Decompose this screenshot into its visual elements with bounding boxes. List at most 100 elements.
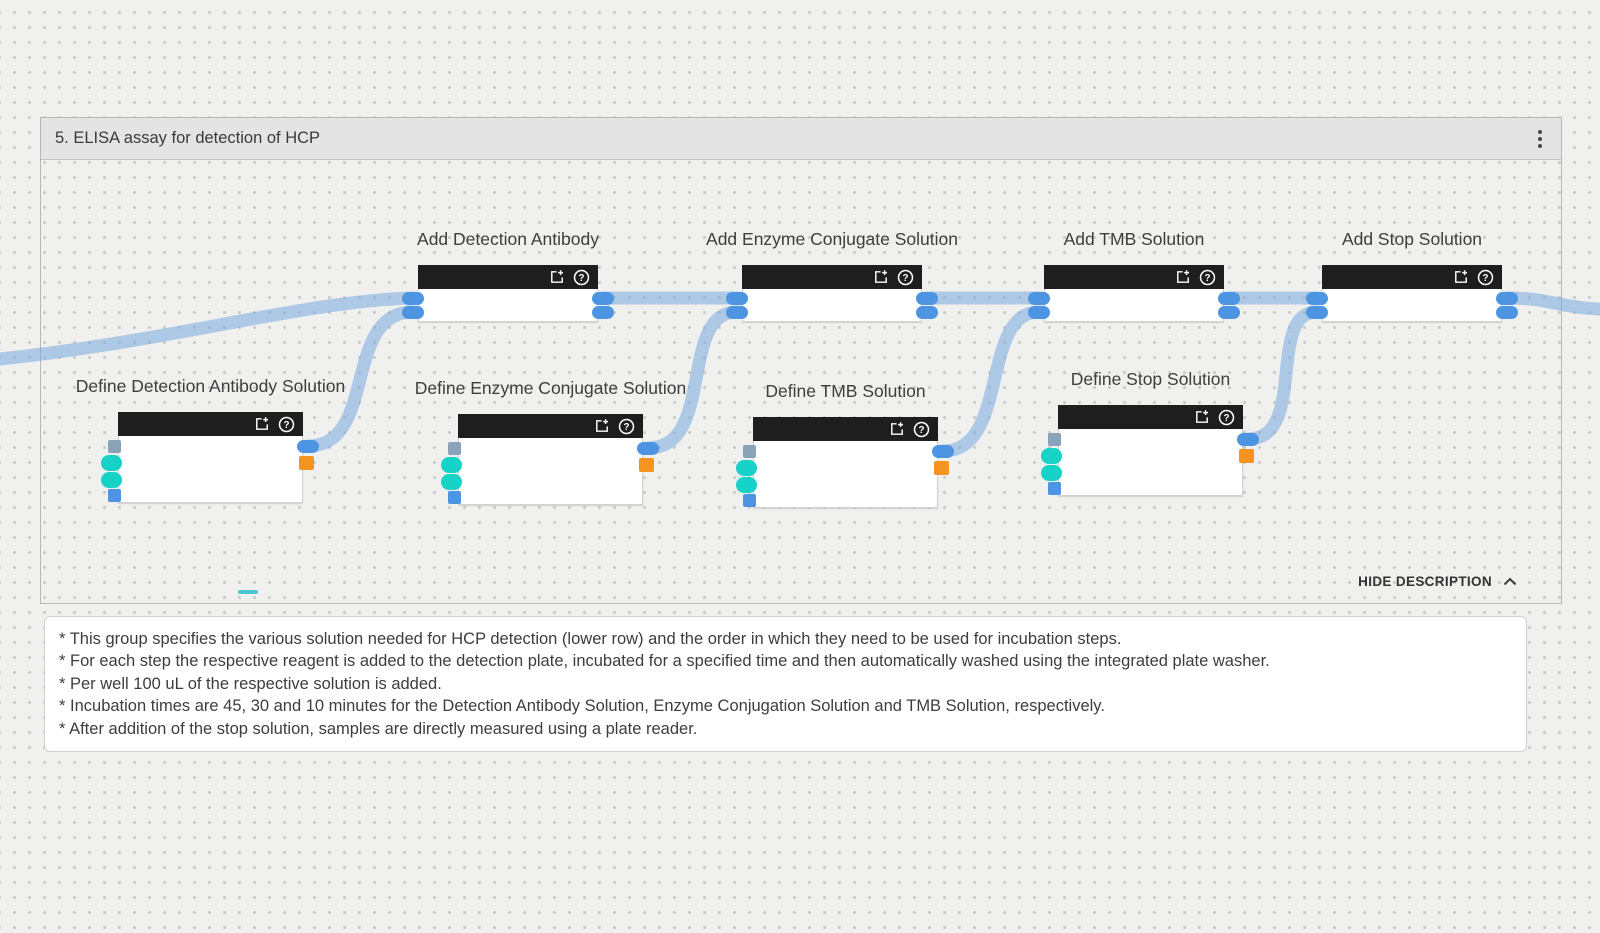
output-port[interactable]: [297, 440, 319, 453]
node-label: Define Detection Antibody Solution: [75, 376, 346, 396]
export-icon[interactable]: [594, 418, 610, 434]
node-add-stop-solution[interactable]: Add Stop Solution ?: [1306, 229, 1518, 322]
input-port[interactable]: [1306, 306, 1328, 319]
help-icon[interactable]: ?: [1218, 409, 1235, 426]
input-port[interactable]: [726, 306, 748, 319]
input-port[interactable]: [448, 442, 461, 455]
node-label: Add Stop Solution: [1341, 229, 1483, 249]
help-icon[interactable]: ?: [1477, 269, 1494, 286]
node-body: [458, 438, 643, 505]
description-line: * For each step the respective reagent i…: [59, 652, 1270, 671]
help-icon[interactable]: ?: [1199, 269, 1216, 286]
node-add-enzyme-conjugate-solution[interactable]: Add Enzyme Conjugate Solution ?: [706, 229, 958, 322]
input-port[interactable]: [1048, 433, 1061, 446]
hide-description-label: HIDE DESCRIPTION: [1358, 574, 1492, 589]
output-port[interactable]: [637, 442, 659, 455]
export-icon[interactable]: [549, 269, 565, 285]
input-port[interactable]: [402, 306, 424, 319]
output-port[interactable]: [592, 292, 614, 305]
node-label: Add Enzyme Conjugate Solution: [706, 229, 958, 249]
output-port[interactable]: [1496, 292, 1518, 305]
output-port[interactable]: [1218, 292, 1240, 305]
node-label: Add Detection Antibody: [417, 229, 599, 249]
node-define-tmb-solution[interactable]: Define TMB Solution ?: [736, 381, 954, 508]
node-add-detection-antibody[interactable]: Add Detection Antibody ?: [402, 229, 614, 322]
input-port[interactable]: [743, 494, 756, 507]
output-port[interactable]: [1237, 433, 1259, 446]
node-add-tmb-solution[interactable]: Add TMB Solution ?: [1028, 229, 1240, 322]
input-port[interactable]: [441, 457, 462, 473]
node-define-enzyme-conjugate-solution[interactable]: Define Enzyme Conjugate Solution ?: [415, 378, 686, 505]
input-port[interactable]: [743, 445, 756, 458]
input-port[interactable]: [1028, 306, 1050, 319]
hide-description-button[interactable]: HIDE DESCRIPTION: [1358, 574, 1517, 589]
node-header: ?: [458, 414, 643, 438]
node-body: [753, 441, 938, 508]
help-icon[interactable]: ?: [573, 269, 590, 286]
svg-text:?: ?: [1483, 273, 1489, 284]
input-port[interactable]: [448, 491, 461, 504]
help-icon[interactable]: ?: [913, 421, 930, 438]
node-header: ?: [418, 265, 598, 289]
input-port[interactable]: [736, 477, 757, 493]
help-icon[interactable]: ?: [278, 416, 295, 433]
output-port[interactable]: [1496, 306, 1518, 319]
output-port[interactable]: [916, 292, 938, 305]
node-header: ?: [753, 417, 938, 441]
node-define-detection-antibody-solution[interactable]: Define Detection Antibody Solution ?: [76, 376, 345, 503]
output-port[interactable]: [639, 458, 654, 472]
export-icon[interactable]: [889, 421, 905, 437]
output-port[interactable]: [932, 445, 954, 458]
input-port[interactable]: [108, 440, 121, 453]
chevron-up-icon: [1503, 577, 1517, 586]
export-icon[interactable]: [1175, 269, 1191, 285]
node-body: [1044, 289, 1224, 322]
node-body: [1322, 289, 1502, 322]
output-port[interactable]: [934, 461, 949, 475]
node-body: [1058, 429, 1243, 496]
description-line: * This group specifies the various solut…: [59, 630, 1122, 648]
node-define-stop-solution[interactable]: Define Stop Solution ?: [1041, 369, 1259, 496]
node-header: ?: [1058, 405, 1243, 429]
input-port[interactable]: [441, 474, 462, 490]
output-port[interactable]: [916, 306, 938, 319]
help-icon[interactable]: ?: [618, 418, 635, 435]
svg-text:?: ?: [624, 422, 630, 433]
node-body: [118, 436, 303, 503]
input-port[interactable]: [1041, 465, 1062, 481]
group-description-panel: * This group specifies the various solut…: [44, 616, 1527, 753]
input-port[interactable]: [1041, 448, 1062, 464]
node-header: ?: [742, 265, 922, 289]
output-port[interactable]: [299, 456, 314, 470]
input-port[interactable]: [736, 460, 757, 476]
input-port[interactable]: [101, 472, 122, 488]
node-label: Define TMB Solution: [765, 381, 926, 401]
kebab-menu-icon[interactable]: [1533, 125, 1547, 153]
group-header[interactable]: 5. ELISA assay for detection of HCP: [41, 118, 1561, 160]
input-port[interactable]: [402, 292, 424, 305]
input-port[interactable]: [726, 292, 748, 305]
node-label: Add TMB Solution: [1063, 229, 1205, 249]
export-icon[interactable]: [1453, 269, 1469, 285]
input-port[interactable]: [1048, 482, 1061, 495]
export-icon[interactable]: [254, 416, 270, 432]
input-port[interactable]: [108, 489, 121, 502]
output-port[interactable]: [1239, 449, 1254, 463]
node-label: Define Enzyme Conjugate Solution: [414, 378, 687, 398]
group-elisa-assay: 5. ELISA assay for detection of HCP HIDE…: [40, 117, 1562, 604]
output-port[interactable]: [592, 306, 614, 319]
output-port[interactable]: [1218, 306, 1240, 319]
help-icon[interactable]: ?: [897, 269, 914, 286]
teal-marker: [238, 590, 258, 594]
export-icon[interactable]: [873, 269, 889, 285]
input-port[interactable]: [1306, 292, 1328, 305]
node-header: ?: [1044, 265, 1224, 289]
node-header: ?: [1322, 265, 1502, 289]
description-line: * Incubation times are 45, 30 and 10 min…: [59, 697, 1105, 716]
export-icon[interactable]: [1194, 409, 1210, 425]
group-title: 5. ELISA assay for detection of HCP: [55, 129, 321, 147]
input-port[interactable]: [1028, 292, 1050, 305]
node-body: [742, 289, 922, 322]
input-port[interactable]: [101, 455, 122, 471]
